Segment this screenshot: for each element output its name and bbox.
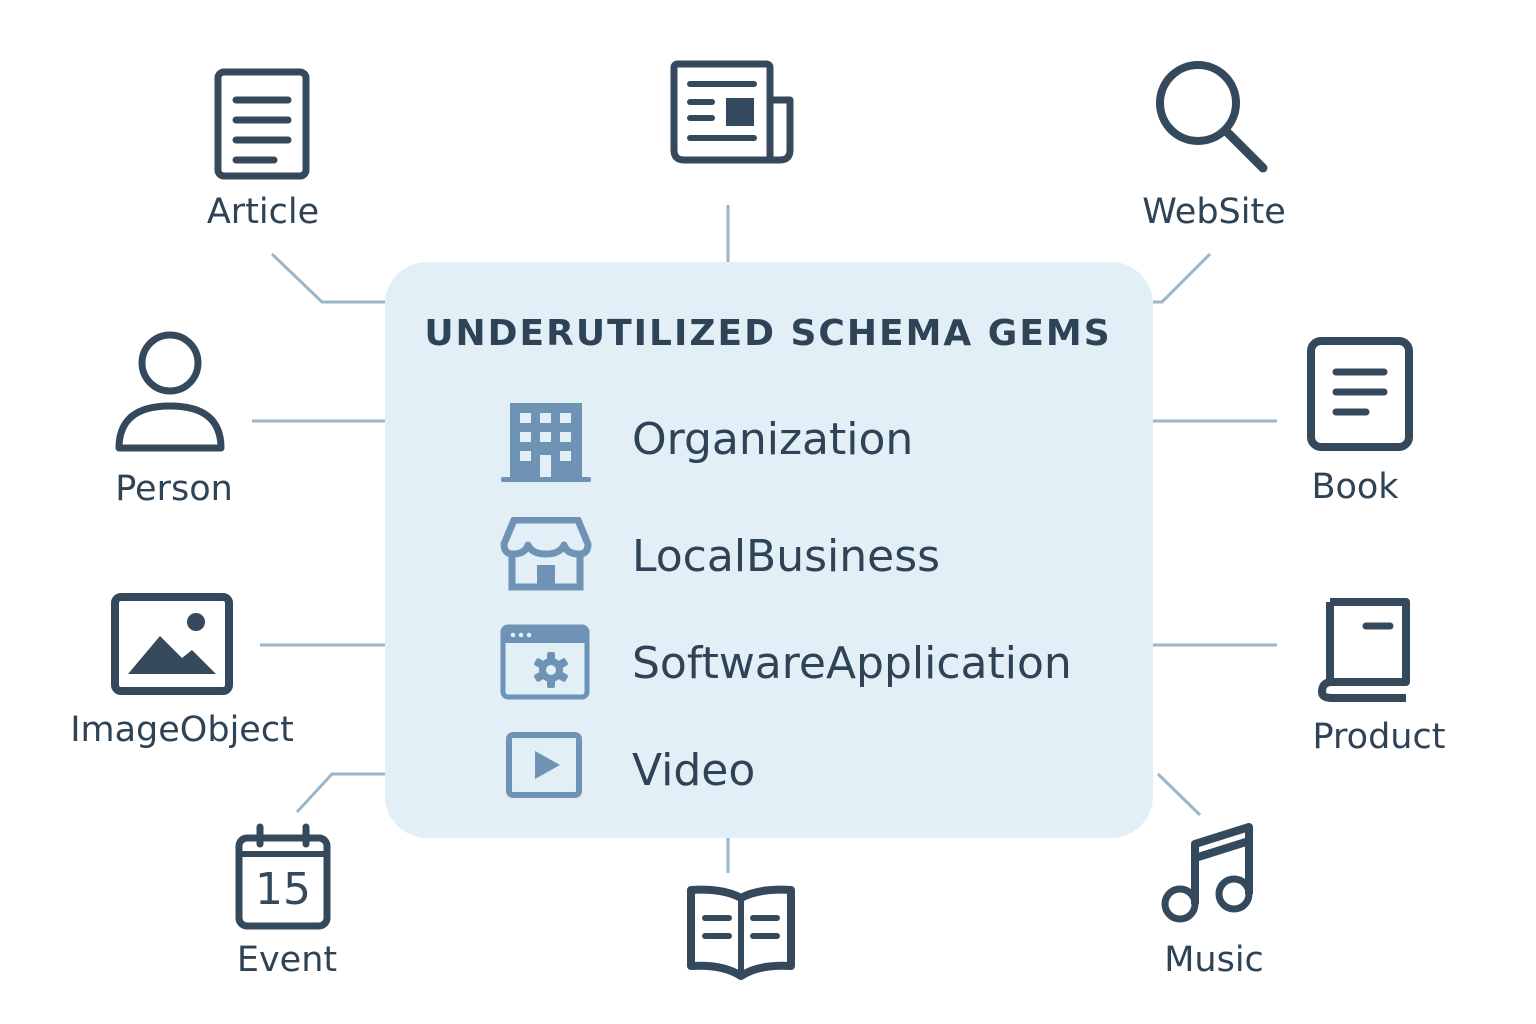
gem-organization: Organization <box>500 400 1140 484</box>
connector-music <box>1156 772 1202 817</box>
gem-localbusiness: LocalBusiness <box>500 517 1140 601</box>
document-icon <box>214 68 310 180</box>
gem-label: Organization <box>632 414 914 465</box>
gem-label: SoftwareApplication <box>632 638 1072 689</box>
node-label: Person <box>115 469 233 509</box>
calendar-date: 15 <box>255 864 311 915</box>
play-video-icon <box>506 732 582 798</box>
node-label: Event <box>236 940 338 980</box>
building-icon <box>501 403 591 482</box>
gem-video: Video <box>500 731 1140 815</box>
node-label: ImageObject <box>70 710 294 750</box>
music-note-icon <box>1161 823 1253 923</box>
document-lines-icon <box>1307 337 1413 451</box>
connector-event <box>295 772 385 814</box>
gem-label: Video <box>632 745 756 796</box>
connector-article <box>270 252 385 304</box>
app-window-gear-icon <box>500 624 590 700</box>
gem-softwareapplication: SoftwareApplication <box>500 624 1140 708</box>
person-icon <box>115 331 225 452</box>
node-label: Music <box>1164 940 1264 980</box>
node-label: Product <box>1312 717 1446 757</box>
calendar-icon: 15 <box>235 823 331 930</box>
node-label: WebSite <box>1142 192 1286 232</box>
card-title: UNDERUTILIZED SCHEMA GEMS <box>424 313 1112 354</box>
schema-gems-card <box>385 262 1153 838</box>
node-label: Article <box>206 192 320 232</box>
search-icon <box>1156 61 1268 173</box>
book-icon <box>1318 598 1410 702</box>
node-label: Book <box>1311 467 1399 507</box>
gem-label: LocalBusiness <box>632 531 941 582</box>
newspaper-icon <box>670 60 794 164</box>
image-icon <box>111 593 233 695</box>
connector-website <box>1153 252 1212 304</box>
storefront-icon <box>500 517 592 591</box>
open-book-icon <box>687 885 795 980</box>
